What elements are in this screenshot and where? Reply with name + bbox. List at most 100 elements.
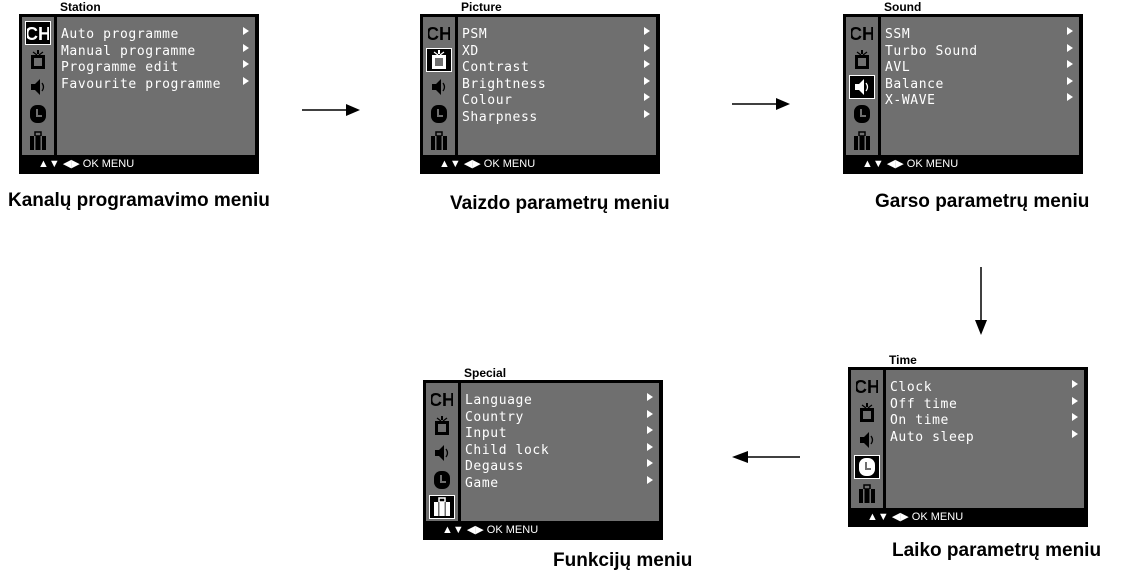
speaker-icon[interactable] bbox=[25, 75, 51, 99]
speaker-icon[interactable] bbox=[426, 75, 452, 99]
briefcase-icon[interactable] bbox=[25, 129, 51, 153]
menu-hint-bar: ▲▼ ◀▶ OK MENU bbox=[846, 157, 1080, 171]
submenu-arrow-icon bbox=[644, 109, 650, 118]
menu-item[interactable]: Degauss bbox=[465, 455, 653, 474]
clock-icon[interactable] bbox=[849, 102, 875, 126]
menu-item[interactable]: Colour bbox=[462, 89, 650, 108]
clock-icon[interactable] bbox=[25, 102, 51, 126]
clock-icon-glyph bbox=[434, 471, 450, 489]
submenu-arrow-icon bbox=[647, 393, 653, 401]
menu-item-label: Child lock bbox=[465, 442, 550, 458]
submenu-arrow-icon bbox=[1072, 396, 1078, 405]
ch-icon-glyph: CH bbox=[428, 24, 450, 43]
tv-icon[interactable] bbox=[429, 414, 455, 438]
svg-text:CH: CH bbox=[856, 377, 878, 396]
clock-icon[interactable] bbox=[429, 468, 455, 492]
menu-item[interactable]: AVL bbox=[885, 56, 1073, 75]
menu-icon-bar: CH bbox=[426, 383, 458, 521]
menu-item[interactable]: On time bbox=[890, 409, 1078, 428]
briefcase-icon-glyph bbox=[434, 497, 450, 516]
ch-icon[interactable]: CH bbox=[25, 21, 51, 45]
speaker-icon[interactable] bbox=[429, 441, 455, 465]
submenu-arrow-icon bbox=[644, 27, 650, 35]
menu-item[interactable]: Child lock bbox=[465, 439, 653, 458]
menu-item[interactable]: Game bbox=[465, 472, 653, 491]
submenu-arrow-icon bbox=[644, 60, 650, 68]
submenu-arrow-icon bbox=[647, 459, 653, 467]
tv-icon-glyph bbox=[860, 403, 874, 422]
menu-item[interactable]: SSM bbox=[885, 23, 1073, 42]
briefcase-icon[interactable] bbox=[426, 129, 452, 153]
submenu-arrow-icon bbox=[1072, 413, 1078, 421]
clock-icon[interactable] bbox=[426, 102, 452, 126]
briefcase-icon[interactable] bbox=[429, 495, 455, 519]
menu-item[interactable]: Auto sleep bbox=[890, 426, 1078, 445]
menu-item[interactable]: Auto programme bbox=[61, 23, 249, 42]
submenu-arrow-icon bbox=[647, 442, 653, 451]
svg-text:CH: CH bbox=[27, 24, 49, 43]
ch-icon[interactable]: CH bbox=[429, 387, 455, 411]
menu-item[interactable]: Contrast bbox=[462, 56, 650, 75]
speaker-icon[interactable] bbox=[849, 75, 875, 99]
tv-icon-glyph bbox=[31, 50, 45, 69]
tv-icon[interactable] bbox=[854, 401, 880, 425]
menu-item[interactable]: PSM bbox=[462, 23, 650, 42]
menu-item-label: Programme edit bbox=[61, 60, 179, 75]
menu-item[interactable]: Clock bbox=[890, 376, 1078, 395]
menu-item[interactable]: Off time bbox=[890, 393, 1078, 412]
ch-icon[interactable]: CH bbox=[854, 374, 880, 398]
ch-icon[interactable]: CH bbox=[849, 21, 875, 45]
menu-item-label: Auto sleep bbox=[890, 429, 975, 445]
flow-arrow-left-icon bbox=[732, 451, 800, 463]
speaker-icon-glyph bbox=[432, 79, 446, 95]
submenu-arrow-icon bbox=[1072, 429, 1078, 438]
flow-arrow-right-icon bbox=[302, 104, 360, 116]
ch-icon-glyph: CH bbox=[27, 24, 49, 43]
briefcase-icon[interactable] bbox=[849, 129, 875, 153]
clock-icon[interactable] bbox=[854, 455, 880, 479]
tv-icon[interactable] bbox=[426, 48, 452, 72]
tv-icon[interactable] bbox=[25, 48, 51, 72]
menu-item-label: Balance bbox=[885, 76, 944, 92]
menu-item[interactable]: Input bbox=[465, 422, 653, 441]
menu-item[interactable]: Turbo Sound bbox=[885, 40, 1073, 59]
menu-item[interactable]: Brightness bbox=[462, 73, 650, 92]
clock-icon-glyph bbox=[30, 105, 46, 123]
submenu-arrow-icon bbox=[644, 76, 650, 85]
ch-icon[interactable]: CH bbox=[426, 21, 452, 45]
submenu-arrow-icon bbox=[647, 475, 653, 484]
menu-item-label: PSM bbox=[462, 27, 488, 42]
briefcase-icon-glyph bbox=[431, 131, 447, 150]
menu-title: Special bbox=[464, 366, 507, 380]
menu-item-label: Clock bbox=[890, 380, 933, 395]
menu-item-label: Turbo Sound bbox=[885, 43, 978, 59]
menu-item[interactable]: XD bbox=[462, 40, 650, 59]
menu-item[interactable]: X-WAVE bbox=[885, 89, 1073, 108]
menu-item[interactable]: Country bbox=[465, 406, 653, 425]
menu-item-label: Brightness bbox=[462, 76, 547, 92]
menu-item-label: Colour bbox=[462, 93, 513, 108]
submenu-arrow-icon bbox=[1067, 76, 1073, 85]
menu-item[interactable]: Manual programme bbox=[61, 40, 249, 59]
submenu-arrow-icon bbox=[243, 60, 249, 68]
briefcase-icon[interactable] bbox=[854, 482, 880, 506]
menu-item[interactable]: Sharpness bbox=[462, 106, 650, 125]
menu-item-label: Degauss bbox=[465, 459, 524, 474]
menu-item[interactable]: Language bbox=[465, 389, 653, 408]
ch-icon-glyph: CH bbox=[856, 377, 878, 396]
menu-item[interactable]: Favourite programme bbox=[61, 73, 249, 92]
menu-item-label: Game bbox=[465, 475, 499, 491]
tv-icon[interactable] bbox=[849, 48, 875, 72]
speaker-icon[interactable] bbox=[854, 428, 880, 452]
menu-item-label: AVL bbox=[885, 60, 911, 75]
menu-item[interactable]: Balance bbox=[885, 73, 1073, 92]
menu-caption: Kanalų programavimo meniu bbox=[8, 190, 270, 211]
menu-item[interactable]: Programme edit bbox=[61, 56, 249, 75]
